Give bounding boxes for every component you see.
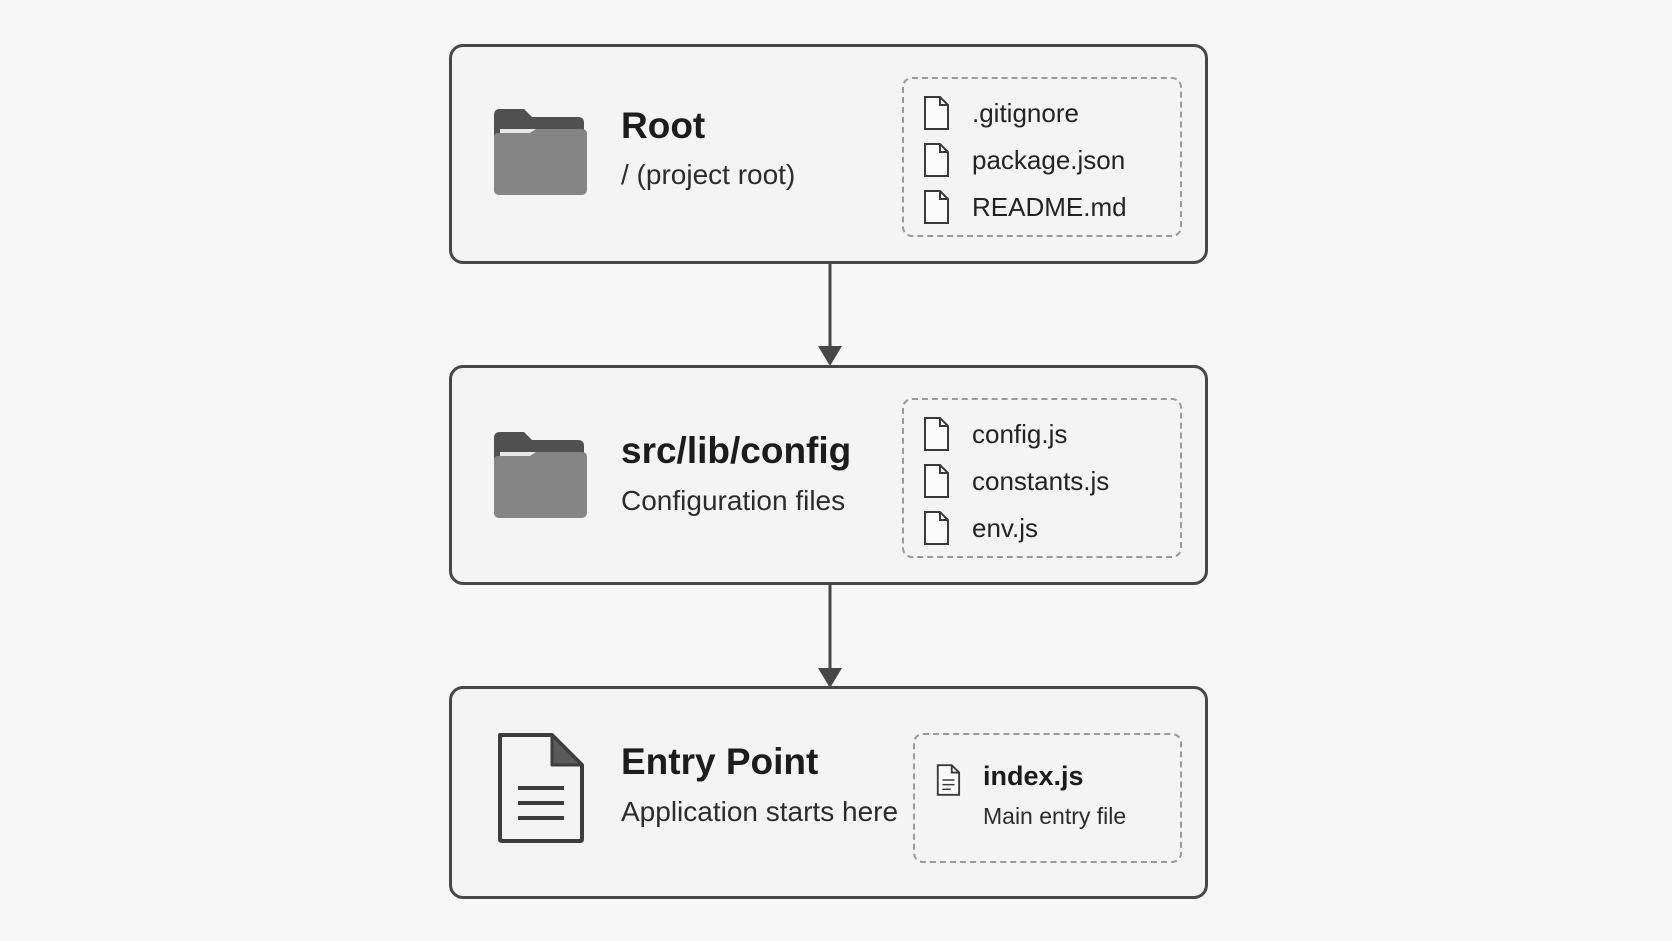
node-root: Root / (project root) .gitignore package… xyxy=(449,44,1208,264)
folder-icon xyxy=(494,109,587,195)
node-subtitle: Configuration files xyxy=(621,485,846,516)
file-name: package.json xyxy=(972,144,1126,175)
file-icon xyxy=(924,143,949,177)
node-title: src/lib/config xyxy=(621,430,852,471)
file-list: config.js constants.js env.js xyxy=(902,398,1182,558)
node-config: src/lib/config Configuration files confi… xyxy=(449,365,1208,585)
file-item[interactable]: .gitignore xyxy=(922,93,1079,133)
arrowhead-config-to-entry xyxy=(818,668,842,688)
entry-file-description: Main entry file xyxy=(983,803,1127,829)
file-item[interactable]: env.js xyxy=(922,508,1038,548)
node-subtitle: Application starts here xyxy=(621,796,899,827)
file-name: env.js xyxy=(972,512,1038,543)
document-icon xyxy=(498,733,584,843)
file-icon xyxy=(924,417,949,451)
entry-file-name[interactable]: index.js xyxy=(983,761,1084,791)
file-icon xyxy=(936,764,961,796)
file-icon xyxy=(924,511,949,545)
entry-file-box: index.js Main entry file xyxy=(913,733,1182,863)
file-icon xyxy=(924,96,949,130)
file-item[interactable]: constants.js xyxy=(922,461,1109,501)
file-item[interactable]: package.json xyxy=(922,140,1125,180)
node-title: Entry Point xyxy=(621,741,819,782)
file-item[interactable]: config.js xyxy=(922,414,1067,454)
file-name: constants.js xyxy=(972,465,1110,496)
node-subtitle: / (project root) xyxy=(621,159,796,190)
file-list: .gitignore package.json README.md xyxy=(902,77,1182,237)
file-name: README.md xyxy=(972,191,1127,222)
file-name: config.js xyxy=(972,418,1068,449)
folder-icon xyxy=(494,432,587,518)
node-title: Root xyxy=(621,105,706,146)
file-name: .gitignore xyxy=(972,97,1079,128)
node-entry-point: Entry Point Application starts here inde… xyxy=(449,686,1208,899)
file-icon xyxy=(924,190,949,224)
file-icon xyxy=(924,464,949,498)
file-item[interactable]: README.md xyxy=(922,187,1127,227)
arrowhead-root-to-config xyxy=(818,346,842,366)
